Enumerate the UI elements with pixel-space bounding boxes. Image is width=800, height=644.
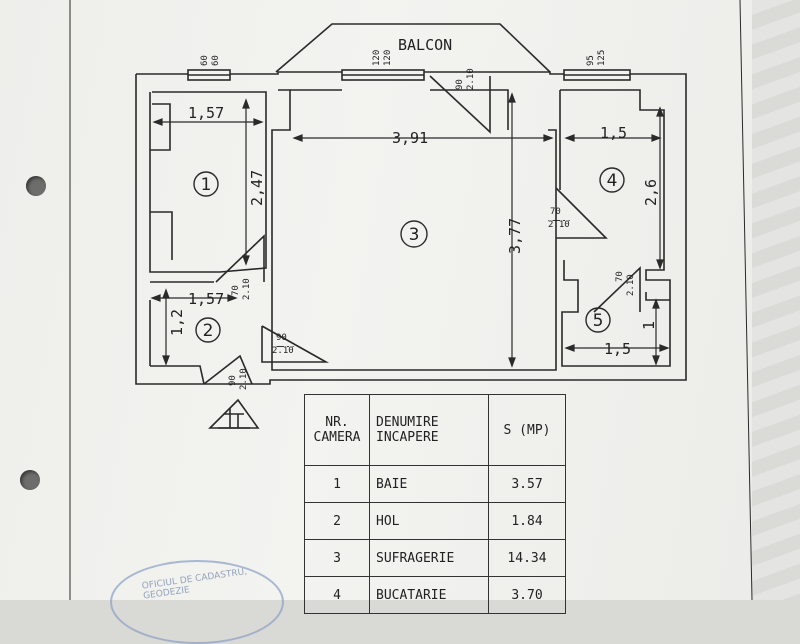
door3-height: 2.10	[272, 346, 294, 356]
window-mid-height: 120	[383, 50, 393, 66]
punch-hole-top	[26, 176, 46, 196]
row-name: BUCATARIE	[369, 576, 489, 614]
window-left-width: 60	[200, 55, 210, 66]
room5-height: 1	[640, 321, 658, 330]
door-swing-balcony	[429, 75, 491, 134]
door5-width: 70	[615, 271, 625, 282]
door3-width: 90	[276, 333, 287, 343]
stamp-text: OFICIUL DE CADASTRU, GEODEZIE	[141, 567, 248, 602]
door-swing-4	[555, 187, 608, 239]
row-name: BAIE	[369, 465, 489, 503]
table-row: 2 HOL 1.84	[304, 502, 566, 540]
room2-height: 1,2	[168, 309, 186, 336]
header-room-number: NR. CAMERA	[304, 394, 370, 466]
room3-width: 3,91	[392, 129, 428, 147]
room1-width: 1,57	[188, 104, 224, 122]
door4-width: 70	[550, 207, 561, 217]
door4-height: 2.10	[548, 220, 570, 230]
background-fabric	[752, 0, 800, 600]
window-left-height: 60	[211, 55, 221, 66]
entry-door-height: 2.10	[239, 368, 249, 390]
balcony-door-width: 90	[455, 79, 465, 90]
table-row: 4 BUCATARIE 3.70	[304, 576, 566, 614]
legend-header: NR. CAMERA DENUMIRE INCAPERE S (MP)	[304, 394, 566, 466]
row-area: 3.70	[488, 576, 566, 614]
outer-wall	[135, 71, 687, 385]
room-number-1: 1	[201, 175, 212, 195]
door-swing-entry-2	[261, 325, 330, 363]
row-name: SUFRAGERIE	[369, 539, 489, 577]
door5-height: 2.10	[626, 274, 636, 296]
entrance-triangle-icon	[208, 398, 260, 429]
header-area: S (MP)	[488, 394, 566, 466]
room-number-5: 5	[593, 311, 604, 331]
header-room-name: DENUMIRE INCAPERE	[369, 394, 489, 466]
row-area: 3.57	[488, 465, 566, 503]
room4-width: 1,5	[600, 124, 627, 142]
table-row: 1 BAIE 3.57	[304, 465, 566, 503]
row-nr: 1	[304, 465, 370, 503]
row-nr: 4	[304, 576, 370, 614]
window-mid-width: 120	[372, 50, 382, 66]
room4-height: 2,6	[642, 179, 660, 206]
room-number-4: 4	[607, 171, 618, 191]
room-number-3: 3	[409, 225, 420, 245]
balcony-door-height: 2.10	[466, 68, 476, 90]
row-name: HOL	[369, 502, 489, 540]
balcony-label: BALCON	[398, 36, 452, 54]
row-area: 14.34	[488, 539, 566, 577]
punch-hole-bottom	[20, 470, 40, 490]
inner-wall	[149, 91, 267, 273]
room1-height: 2,47	[248, 170, 266, 206]
official-stamp: OFICIUL DE CADASTRU, GEODEZIE	[110, 560, 284, 644]
door-swing-entry	[203, 354, 253, 385]
room-number-2: 2	[203, 321, 214, 341]
row-nr: 2	[304, 502, 370, 540]
room-legend-table: NR. CAMERA DENUMIRE INCAPERE S (MP) 1 BA…	[304, 394, 566, 614]
door1-height: 2.10	[242, 278, 252, 300]
room5-width: 1,5	[604, 340, 631, 358]
floor-plan: 1 2 3 4 5 BALCON 60 60 120 120 90 2.10 9…	[69, 0, 753, 600]
entry-door-width: 90	[228, 375, 238, 386]
door-swing-5	[593, 266, 641, 313]
door-swing-1	[215, 234, 265, 283]
room3-height: 3,77	[506, 218, 524, 254]
balcony-outline	[275, 23, 551, 73]
door1-width: 70	[231, 285, 241, 296]
table-row: 3 SUFRAGERIE 14.34	[304, 539, 566, 577]
row-area: 1.84	[488, 502, 566, 540]
window-right-height: 125	[597, 50, 607, 66]
window-right-width: 95	[586, 55, 596, 66]
room2-width: 1,57	[188, 290, 224, 308]
row-nr: 3	[304, 539, 370, 577]
